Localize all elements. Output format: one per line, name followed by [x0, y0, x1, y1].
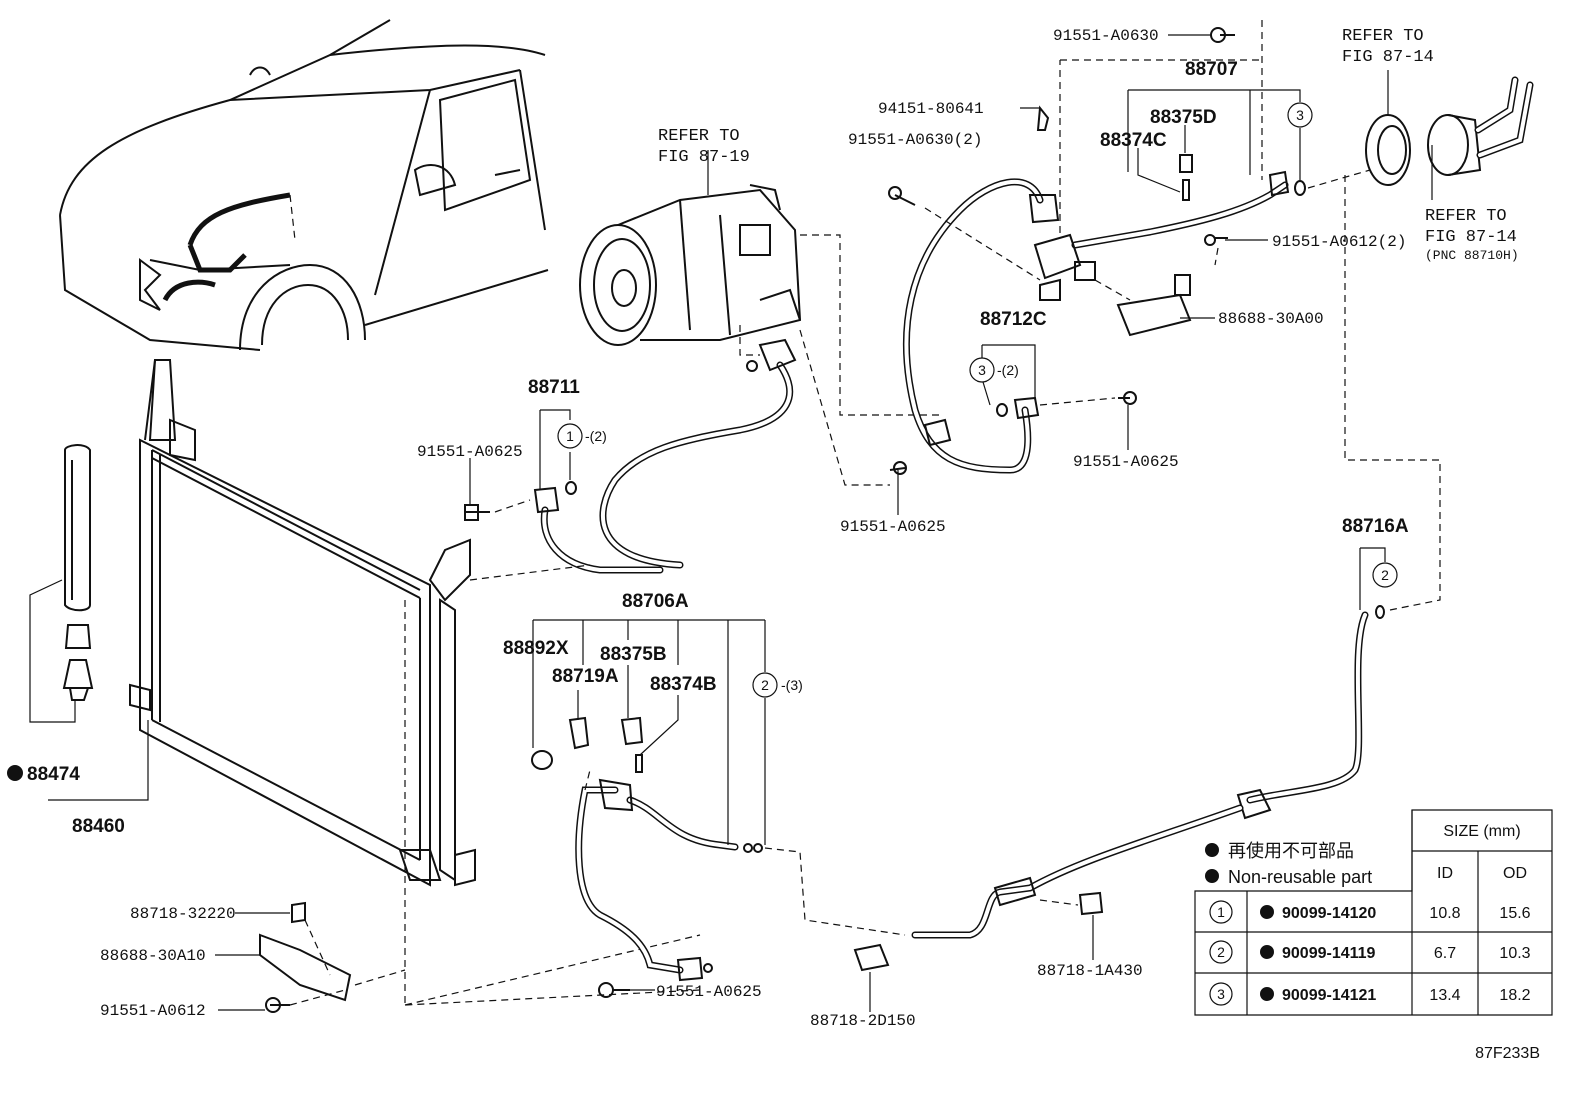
label-91551-a0612: 91551-A0612 [100, 1002, 206, 1020]
circle-ref-1 [557, 423, 583, 449]
svg-text:3: 3 [978, 362, 986, 378]
label-91551-a0625-d: 91551-A0625 [656, 983, 762, 1001]
label-91551-a0625-c: 91551-A0625 [840, 518, 946, 536]
table-row-3-od: 18.2 [1499, 987, 1530, 1004]
table-row-3-part: 90099-14121 [1282, 987, 1376, 1004]
legend-line-japanese: 再使用不可部品 [1228, 841, 1354, 861]
pipe-88707-assembly [924, 20, 1371, 337]
label-91551-a0625-b: 91551-A0625 [1073, 453, 1179, 471]
label-91551-a0625-a: 91551-A0625 [417, 443, 523, 461]
part-number-labels: 91551-A0630 88707 REFER TO FIG 87-14 941… [7, 27, 1519, 1030]
table-row-2-id: 6.7 [1434, 945, 1456, 962]
legend-line-english: Non-reusable part [1228, 867, 1372, 887]
label-refer-comp-1: REFER TO [658, 127, 740, 146]
legend: 再使用不可部品 Non-reusable part [1205, 841, 1372, 887]
label-88688-30a10: 88688-30A10 [100, 947, 206, 965]
label-refer-top-1: REFER TO [1342, 27, 1424, 46]
table-row-1-ref-circle [1209, 900, 1233, 924]
label-88892x: 88892X [503, 638, 569, 659]
table-od-header: OD [1503, 865, 1527, 882]
label-88718-32220: 88718-32220 [130, 905, 236, 923]
seal-size-table: SIZE (mm) ID OD 1 90099-14120 10.8 15.6 … [1194, 809, 1553, 1016]
label-qty-88712c: -(2) [997, 362, 1019, 378]
suction-hose-88712C [902, 178, 1137, 474]
label-qty-88711: -(2) [585, 428, 607, 444]
vehicle-outline [59, 19, 549, 351]
circle-ref-2-left [752, 672, 778, 698]
svg-text:2: 2 [1217, 944, 1225, 960]
label-qty-88706a: -(3) [781, 677, 803, 693]
label-88375b: 88375B [600, 644, 667, 665]
table-row-3-ref-circle [1209, 982, 1233, 1006]
svg-text:1: 1 [1217, 904, 1225, 920]
svg-text:1: 1 [566, 428, 574, 444]
table-row-2-ref-circle [1209, 940, 1233, 964]
non-reusable-marker-88474 [7, 765, 23, 781]
ac-compressor [579, 184, 940, 486]
condenser-88460 [129, 359, 701, 1006]
table-row-1-od: 15.6 [1499, 905, 1530, 922]
label-91551-a0630: 91551-A0630 [1053, 27, 1159, 45]
label-88375d: 88375D [1150, 107, 1217, 128]
table-size-header: SIZE (mm) [1443, 823, 1520, 840]
label-88374c: 88374C [1100, 130, 1167, 151]
table-row-1-part: 90099-14120 [1282, 905, 1376, 922]
label-88374b: 88374B [650, 674, 717, 695]
table-row-2-part: 90099-14119 [1282, 945, 1376, 962]
label-refer-top-2: FIG 87-14 [1342, 48, 1434, 67]
table-row-2-od: 10.3 [1499, 945, 1530, 962]
label-88712c: 88712C [980, 309, 1047, 330]
label-88707: 88707 [1185, 59, 1238, 80]
label-88688-30a00: 88688-30A00 [1218, 310, 1324, 328]
label-91551-a0612-2: 91551-A0612(2) [1272, 233, 1406, 251]
circle-ref-2-right [1372, 562, 1398, 588]
label-88718-2d150: 88718-2D150 [810, 1012, 916, 1030]
label-refer-right-2: FIG 87-14 [1425, 228, 1517, 247]
label-refer-right-3: (PNC 88710H) [1425, 248, 1519, 263]
svg-text:3: 3 [1217, 986, 1225, 1002]
diagram-id: 87F233B [1475, 1045, 1540, 1062]
svg-text:3: 3 [1296, 107, 1304, 123]
legend-bullet-1 [1205, 843, 1219, 857]
label-88719a: 88719A [552, 666, 619, 687]
bolts [265, 27, 1235, 1013]
liquid-pipe-88716A [911, 605, 1385, 939]
table-id-header: ID [1437, 865, 1453, 882]
svg-text:2: 2 [1381, 567, 1389, 583]
label-91551-a0630-2: 91551-A0630(2) [848, 131, 982, 149]
circled-references: 3 3 1 2 2 [557, 102, 1398, 698]
label-88716a: 88716A [1342, 516, 1409, 537]
table-row-3-id: 13.4 [1429, 987, 1460, 1004]
label-refer-comp-2: FIG 87-19 [658, 148, 750, 167]
label-88711: 88711 [528, 377, 580, 398]
discharge-hose-88711 [464, 338, 797, 581]
label-refer-right-1: REFER TO [1425, 207, 1507, 226]
circle-ref-3-mid [969, 357, 995, 383]
circle-ref-3-top [1287, 102, 1313, 128]
label-88706a: 88706A [622, 591, 689, 612]
liquid-pipe-88706A [404, 716, 906, 1006]
condenser-side-seal-and-cushions [62, 444, 94, 701]
table-row-1-id: 10.8 [1429, 905, 1460, 922]
label-88718-1a430: 88718-1A430 [1037, 962, 1143, 980]
label-94151-80641: 94151-80641 [878, 100, 984, 118]
leader-lines [215, 34, 1433, 1012]
svg-text:2: 2 [761, 677, 769, 693]
legend-bullet-2 [1205, 869, 1219, 883]
clamps-and-brackets [259, 901, 890, 1006]
label-88460: 88460 [72, 816, 125, 837]
leader-lines-88474-88460 [29, 579, 149, 801]
label-88474: 88474 [27, 764, 80, 785]
